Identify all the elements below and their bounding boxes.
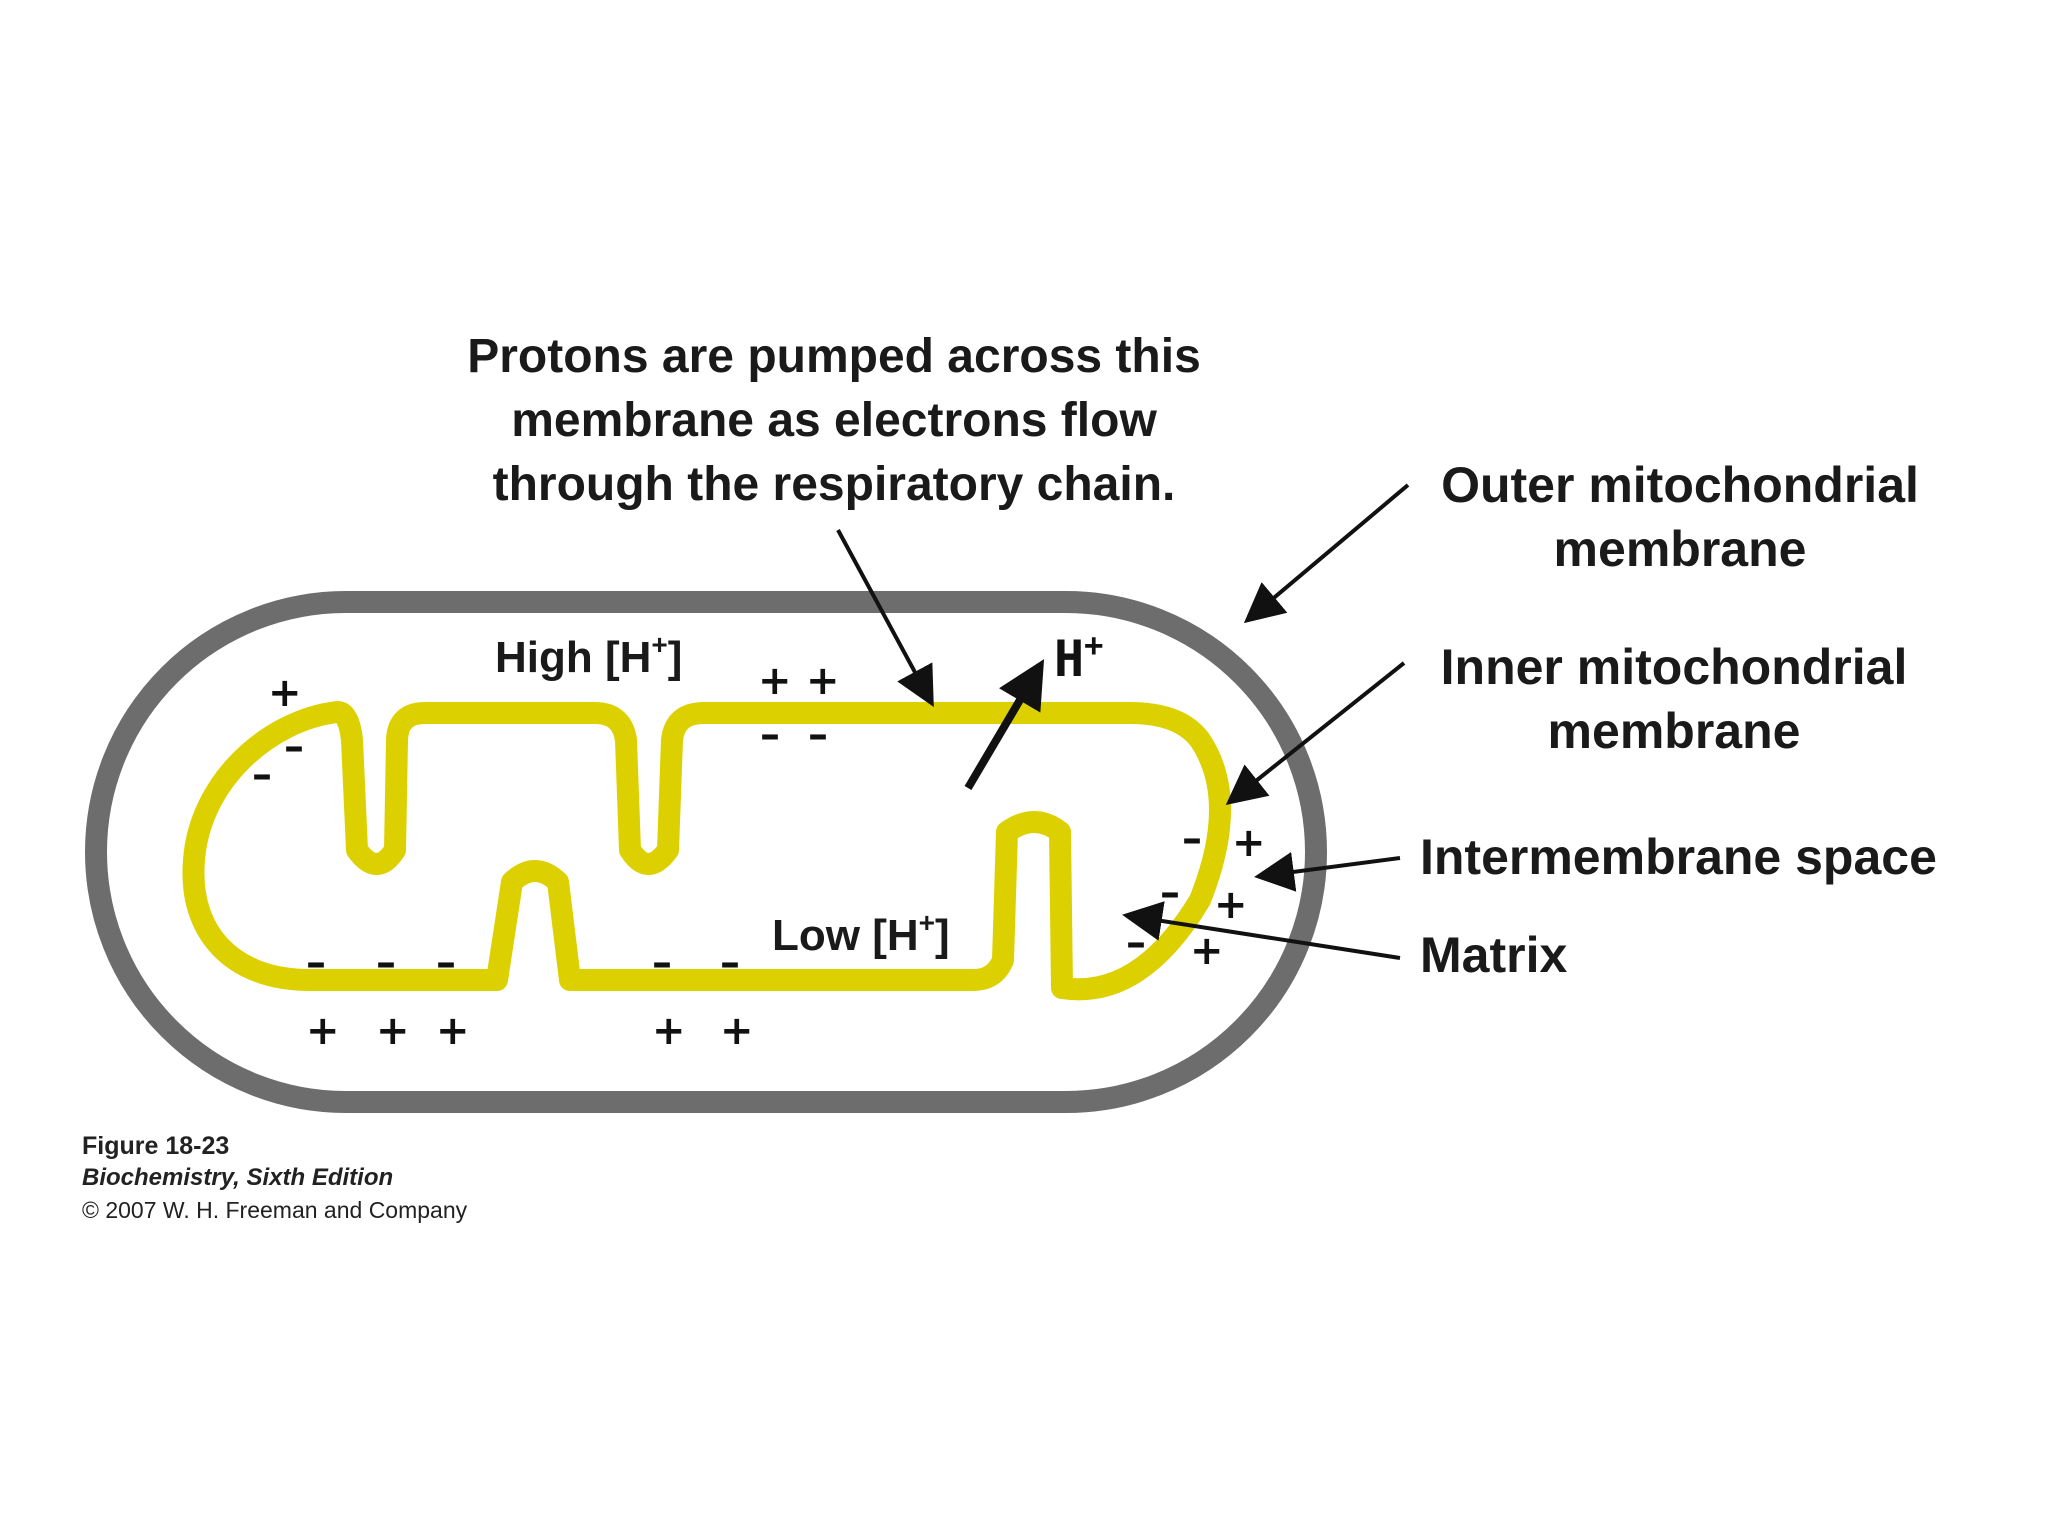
proton-pump-arrow xyxy=(964,659,1045,791)
high-proton-label: High [H+] xyxy=(495,629,682,682)
figure-caption: Figure 18-23 Biochemistry, Sixth Edition… xyxy=(82,1130,467,1226)
title-line-1: Protons are pumped across this xyxy=(467,330,1201,383)
plus-charge: + xyxy=(1190,928,1224,974)
proton-label: H+ xyxy=(1054,626,1103,688)
plus-charge: + xyxy=(758,658,792,704)
intermembrane-pointer xyxy=(1254,852,1401,892)
title-line-2: membrane as electrons flow xyxy=(511,394,1157,447)
inner-membrane-label-line-2: membrane xyxy=(1548,703,1801,759)
minus-charge: – xyxy=(720,940,740,986)
minus-charge: – xyxy=(760,712,780,758)
minus-charge: – xyxy=(376,940,396,986)
book-title: Biochemistry, Sixth Edition xyxy=(82,1164,394,1191)
minus-charge: – xyxy=(1182,816,1202,862)
copyright-notice: © 2007 W. H. Freeman and Company xyxy=(82,1197,468,1223)
title-line-3: through the respiratory chain. xyxy=(493,458,1176,511)
matrix-pointer xyxy=(1122,901,1401,960)
inner-membrane-pointer xyxy=(1225,661,1406,805)
inner-membrane-label-line-1: Inner mitochondrial xyxy=(1441,639,1908,695)
minus-charge: – xyxy=(1160,870,1180,916)
plus-charge: + xyxy=(652,1008,686,1054)
plus-charge: + xyxy=(306,1008,340,1054)
outer-membrane-label-line-1: Outer mitochondrial xyxy=(1441,457,1919,513)
low-proton-label: Low [H+] xyxy=(772,907,950,960)
outer-membrane-pointer xyxy=(1243,483,1410,624)
minus-charge: – xyxy=(284,724,304,770)
plus-charge: + xyxy=(720,1008,754,1054)
minus-charge: – xyxy=(306,940,326,986)
title-pointer-arrow xyxy=(836,529,934,708)
intermembrane-space-label: Intermembrane space xyxy=(1420,829,1937,885)
minus-charge: – xyxy=(652,940,672,986)
matrix-label: Matrix xyxy=(1420,927,1567,983)
minus-charge: – xyxy=(436,940,456,986)
plus-charge: + xyxy=(376,1008,410,1054)
outer-membrane-label-line-2: membrane xyxy=(1554,521,1807,577)
figure-number: Figure 18-23 xyxy=(82,1132,230,1160)
plus-charge: + xyxy=(436,1008,470,1054)
plus-charge: + xyxy=(806,658,840,704)
plus-charge: + xyxy=(1214,882,1248,928)
plus-charge: + xyxy=(1232,820,1266,866)
inner-membrane xyxy=(182,701,1231,1001)
plus-charge: + xyxy=(268,670,302,716)
minus-charge: – xyxy=(252,752,272,798)
minus-charge: – xyxy=(1126,920,1146,966)
minus-charge: – xyxy=(808,712,828,758)
outer-membrane xyxy=(85,591,1327,1113)
